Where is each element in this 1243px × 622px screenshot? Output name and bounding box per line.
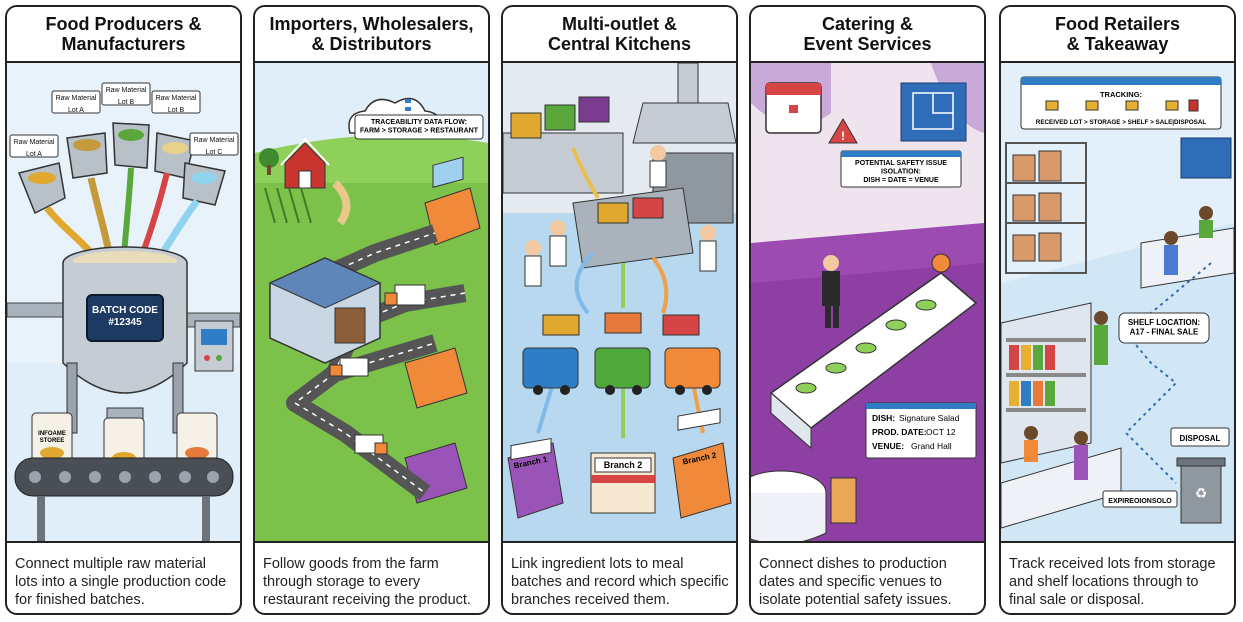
panel-title: Importers, Wholesalers, & Distributors	[255, 7, 488, 63]
distribution-scene: TRACEABILITY DATA FLOW:FARM > STORAGE > …	[255, 63, 488, 541]
branch-store-icon	[507, 408, 732, 519]
waiter-icon	[822, 255, 840, 328]
grocery-shelf-icon	[1001, 302, 1092, 464]
panel-importers-distributors: Importers, Wholesalers, & Distributors T…	[253, 5, 490, 615]
panel-food-retailers: Food Retailers & Takeaway TRACKING: RECE…	[999, 5, 1236, 615]
date-value: OCT 12	[926, 427, 956, 437]
chef-icon	[524, 145, 717, 287]
illustration-distribution: TRACEABILITY DATA FLOW:FARM > STORAGE > …	[255, 63, 488, 543]
cloud-icon: TRACEABILITY DATA FLOW:FARM > STORAGE > …	[348, 97, 484, 140]
barn-icon	[259, 137, 330, 189]
panel-description: Connect dishes to production dates and s…	[759, 556, 952, 608]
floor-plan-icon	[900, 82, 967, 142]
kitchen-scene: Branch 1 Branch 2 Branch 2	[503, 63, 736, 541]
warning-icon: !	[828, 118, 858, 144]
svg-text:♻: ♻	[1195, 485, 1208, 501]
illustration-central-kitchen: Branch 1 Branch 2 Branch 2	[503, 63, 736, 543]
storage-rack-icon	[1005, 142, 1087, 274]
folder-icon	[1045, 99, 1199, 112]
control-panel-icon	[194, 320, 234, 372]
dish-value: Signature Salad	[899, 413, 960, 423]
banquet-table-icon	[769, 253, 978, 450]
dish-key: DISH:	[872, 413, 895, 423]
svg-text:!: !	[841, 129, 845, 143]
conveyor-belt-icon	[14, 457, 234, 541]
recycle-bin-icon: ♻	[1176, 457, 1226, 524]
panel-title: Food Producers & Manufacturers	[7, 7, 240, 63]
panel-description: Follow goods from the farm through stora…	[263, 556, 471, 608]
panel-description: Link ingredient lots to meal batches and…	[511, 556, 729, 608]
disposal-label: DISPOSAL	[1180, 434, 1221, 443]
cashier-icon	[1140, 206, 1234, 289]
panel-catering-events: Catering & Event Services !	[749, 5, 986, 615]
delivery-van-icon	[522, 347, 721, 395]
tracking-flow-label: RECEIVED LOT > STORAGE > SHELF > SALE|DI…	[1036, 119, 1207, 126]
panel-food-producers: Food Producers & Manufacturers	[5, 5, 242, 615]
venue-key: VENUE:	[872, 441, 904, 451]
illustration-retail: TRACKING: RECEIVED LOT > STORAGE > SHELF…	[1001, 63, 1234, 543]
branch-2-label: Branch 2	[604, 460, 643, 470]
panel-description: Track received lots from storage and she…	[1009, 556, 1216, 608]
mixing-tank-icon: BATCH CODE#12345	[62, 246, 188, 439]
warehouse-icon	[268, 257, 382, 364]
panel-title: Multi-outlet & Central Kitchens	[503, 7, 736, 63]
shelf-location-label: SHELF LOCATION:A17 - FINAL SALE	[1128, 318, 1200, 337]
panel-title: Catering & Event Services	[751, 7, 984, 63]
expire-label: EXPIREOIONSOLO	[1108, 498, 1172, 505]
panel-central-kitchens: Multi-outlet & Central Kitchens	[501, 5, 738, 615]
traceability-flow-label: TRACEABILITY DATA FLOW:FARM > STORAGE > …	[360, 119, 479, 134]
batch-code-label: BATCH CODE#12345	[92, 305, 158, 328]
venue-value: Grand Hall	[911, 441, 952, 451]
delivery-truck-icon	[329, 284, 426, 455]
calendar-icon	[765, 82, 822, 134]
range-hood-icon	[632, 63, 736, 144]
retail-scene: TRACKING: RECEIVED LOT > STORAGE > SHELF…	[1001, 63, 1234, 541]
hopper-icon	[17, 122, 226, 215]
panel-description: Connect multiple raw material lots into …	[15, 556, 227, 608]
panel-title: Food Retailers & Takeaway	[1001, 7, 1234, 63]
meal-tray-icon	[542, 312, 700, 336]
date-key: PROD. DATE:	[872, 427, 927, 437]
tracking-label: TRACKING:	[1100, 90, 1142, 99]
